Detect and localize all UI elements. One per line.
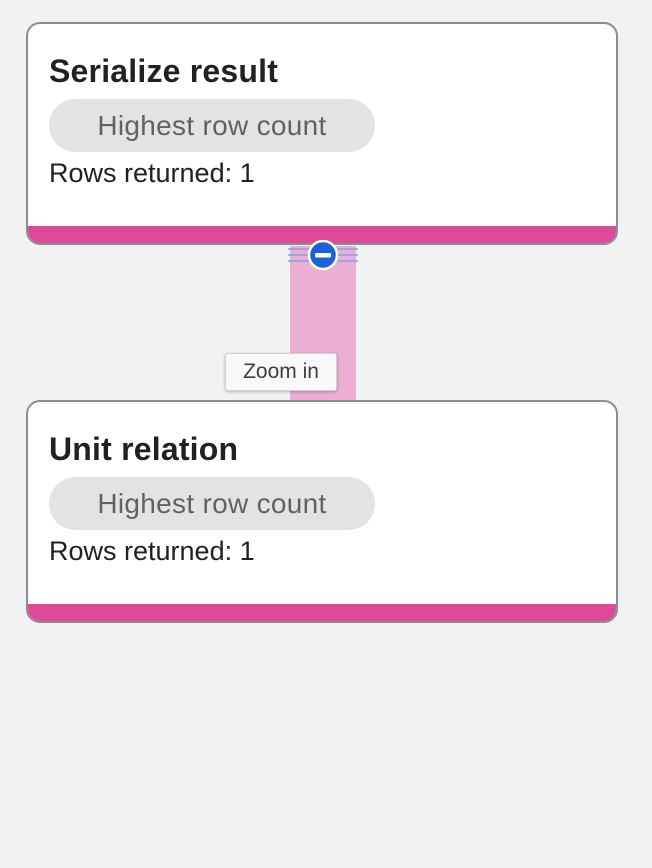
node-serialize-result[interactable]: Serialize result Highest row count Rows … <box>26 22 618 245</box>
highest-row-count-badge: Highest row count <box>49 99 375 152</box>
zoom-button[interactable] <box>288 239 360 272</box>
node-unit-relation[interactable]: Unit relation Highest row count Rows ret… <box>26 400 618 623</box>
highest-row-count-badge: Highest row count <box>49 477 375 530</box>
minus-circle-icon <box>288 239 358 271</box>
node-title: Serialize result <box>49 53 279 89</box>
zoom-in-tooltip: Zoom in <box>225 353 337 391</box>
rows-returned-label: Rows returned: 1 <box>49 158 255 188</box>
node-accent-bar <box>28 604 616 621</box>
node-title: Unit relation <box>49 431 239 467</box>
node-accent-bar <box>28 226 616 243</box>
rows-returned-label: Rows returned: 1 <box>49 536 255 566</box>
